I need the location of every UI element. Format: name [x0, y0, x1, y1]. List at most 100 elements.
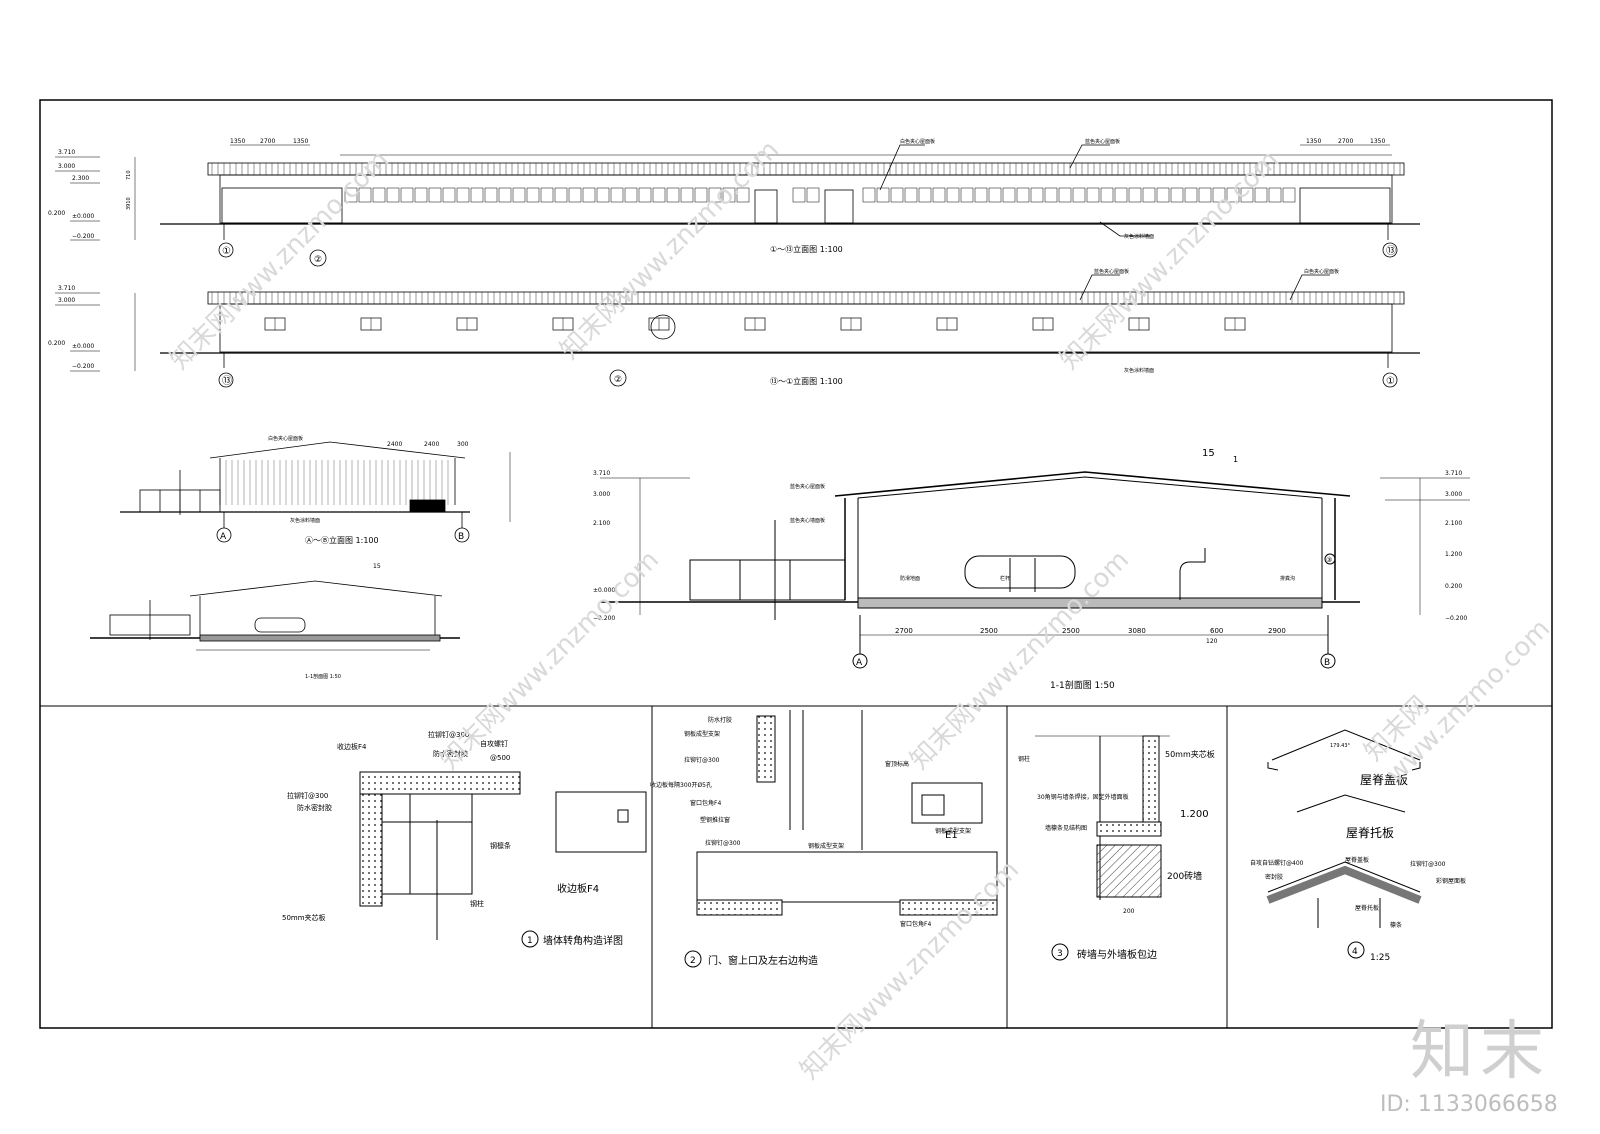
brand-logo: 知末 — [1410, 1015, 1550, 1089]
small-section-slope: 15 — [373, 563, 381, 570]
detail-2-num: 2 — [690, 956, 696, 966]
window — [414, 187, 428, 203]
section-note-3: 栏杆 — [1000, 575, 1010, 582]
lvl-0000: ±0.000 — [72, 213, 94, 220]
detail-2-notes: 防水打胶 钢板成型支架 拉铆钉@300 收边板每隔300开Ø5孔 窗口包角F4 … — [650, 716, 971, 928]
side-dim-2: 2400 — [424, 441, 439, 448]
svg-text:±0.000: ±0.000 — [593, 587, 615, 594]
svg-text:拉铆钉@300: 拉铆钉@300 — [684, 756, 720, 764]
svg-text:120: 120 — [1206, 638, 1218, 645]
lvl-2300: 2.300 — [72, 175, 89, 182]
svg-text:钢板成型支架: 钢板成型支架 — [935, 827, 971, 835]
back-level-marks: 3.710 3.000 0.200 ±0.000 −0.200 — [48, 285, 94, 370]
svg-text:0.200: 0.200 — [48, 340, 65, 347]
axis-bubble-left — [218, 372, 234, 388]
window — [1002, 187, 1016, 203]
window — [946, 187, 960, 203]
window — [624, 187, 638, 203]
svg-text:2700: 2700 — [895, 627, 913, 635]
section-axis-left: A — [856, 658, 863, 668]
svg-text:200: 200 — [1123, 908, 1135, 915]
lvl-m0200: −0.200 — [72, 233, 94, 240]
svg-text:拉铆钉@300: 拉铆钉@300 — [287, 791, 328, 800]
window — [372, 187, 386, 203]
window — [932, 187, 946, 203]
front-axis-right: ⑬ — [1386, 245, 1396, 257]
front-dim-1: 1350 — [230, 138, 245, 145]
detail-2-sub: E1 — [945, 830, 958, 841]
svg-text:3.710: 3.710 — [593, 470, 610, 477]
section-title: 1-1剖面图 1:50 — [1050, 679, 1115, 691]
window — [722, 187, 736, 203]
window — [1100, 187, 1114, 203]
section-note-2: 蓝色夹心墙面板 — [790, 517, 825, 524]
window — [736, 187, 750, 203]
window — [610, 187, 624, 203]
front-elevation — [160, 144, 1420, 267]
window — [708, 187, 722, 203]
window — [568, 187, 582, 203]
detail-4-notes: 自攻自钻螺钉@400 密封胶 屋脊盖板 拉铆钉@300 彩钢屋面板 屋脊托板 檩… — [1250, 856, 1466, 929]
front-note-3: 灰色涂料墙面 — [1124, 233, 1154, 240]
front-dim-r3: 1350 — [1370, 138, 1385, 145]
small-section-title: 1-1剖面图 1:50 — [305, 673, 341, 680]
sheet-border — [39, 99, 1553, 1029]
svg-text:拉铆钉@300: 拉铆钉@300 — [428, 730, 469, 739]
window — [1128, 187, 1142, 203]
detail-1-notes: 收边板F4 拉铆钉@300 防水密封胶 自攻螺钉 @500 拉铆钉@300 防水… — [282, 730, 511, 922]
section-note-4: 防滑地面 — [900, 575, 920, 582]
detail-4-angle: 179.43° — [1330, 743, 1350, 749]
window — [1268, 187, 1282, 203]
front-detail-mark: ② — [314, 255, 322, 265]
front-dim-3: 1350 — [293, 138, 308, 145]
svg-text:@500: @500 — [490, 754, 510, 762]
window — [428, 187, 442, 203]
svg-text:1.200: 1.200 — [1445, 551, 1462, 558]
svg-text:钢板成型支架: 钢板成型支架 — [808, 842, 844, 850]
window — [456, 187, 470, 203]
detail-2 — [684, 710, 998, 968]
front-dim-r1: 1350 — [1306, 138, 1321, 145]
front-dim-r2: 2700 — [1338, 138, 1353, 145]
svg-text:自攻自钻螺钉@400: 自攻自钻螺钉@400 — [1250, 859, 1304, 867]
svg-text:30角钢与墙条焊接，固定外墙面板: 30角钢与墙条焊接，固定外墙面板 — [1037, 793, 1129, 801]
window — [344, 187, 358, 203]
svg-text:2900: 2900 — [1268, 627, 1286, 635]
back-elev-title: ⑬～①立面图 1:100 — [770, 376, 843, 386]
axis-bubble-left — [218, 242, 234, 258]
svg-text:钢柱: 钢柱 — [1018, 755, 1030, 763]
svg-text:拉铆钉@300: 拉铆钉@300 — [1410, 860, 1446, 868]
svg-text:窗口包角F4: 窗口包角F4 — [690, 799, 721, 807]
svg-text:2500: 2500 — [1062, 627, 1080, 635]
window — [1114, 187, 1128, 203]
window — [1072, 187, 1086, 203]
svg-text:屋脊盖板: 屋脊盖板 — [1345, 856, 1369, 864]
svg-text:50mm夹芯板: 50mm夹芯板 — [282, 913, 326, 922]
window — [1156, 187, 1170, 203]
svg-text:600: 600 — [1210, 627, 1223, 635]
svg-text:3.000: 3.000 — [1445, 491, 1462, 498]
svg-text:墙檩条见结构图: 墙檩条见结构图 — [1045, 824, 1087, 832]
window — [526, 187, 540, 203]
lvl-3710: 3.710 — [58, 149, 75, 156]
svg-text:2.100: 2.100 — [1445, 520, 1462, 527]
svg-text:0.200: 0.200 — [1445, 583, 1462, 590]
window — [1184, 187, 1198, 203]
section-levels-right: 3.710 3.000 2.100 1.200 0.200 −0.200 — [1445, 470, 1467, 622]
svg-text:防水密封胶: 防水密封胶 — [433, 749, 468, 758]
svg-text:拉铆钉@300: 拉铆钉@300 — [705, 839, 741, 847]
axis-bubble-right — [1382, 242, 1398, 258]
window — [498, 187, 512, 203]
ht-710: 710 — [126, 170, 132, 180]
side-elevation — [120, 441, 470, 543]
window — [862, 187, 876, 203]
detail-3-title: 砖墙与外墙板包边 — [1077, 948, 1157, 961]
wall-body — [219, 174, 1393, 224]
side-dim-3: 300 — [457, 441, 469, 448]
window — [694, 187, 708, 203]
svg-text:−0.200: −0.200 — [72, 363, 94, 370]
window — [1198, 187, 1212, 203]
front-elev-title: ①～⑬立面图 1:100 — [770, 244, 843, 254]
svg-text:3.000: 3.000 — [58, 297, 75, 304]
